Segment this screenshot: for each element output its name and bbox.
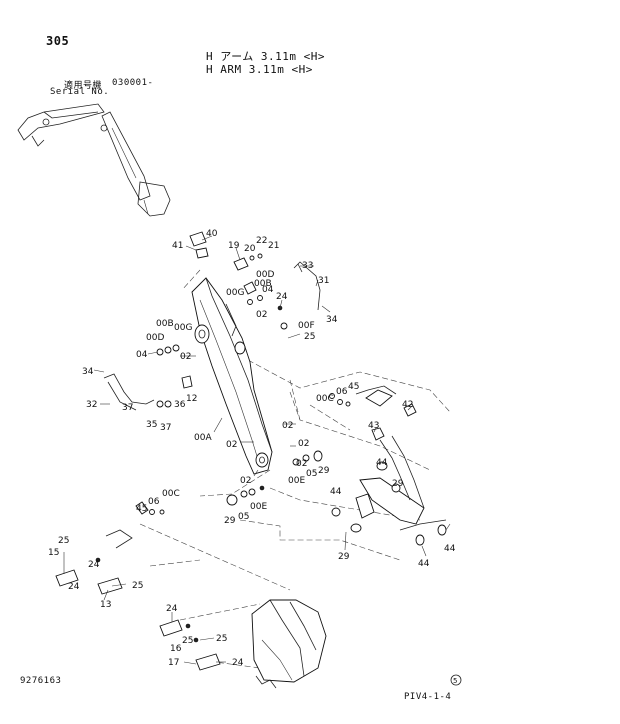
diagram-title-english: H ARM 3.11m <H> bbox=[206, 63, 313, 76]
callout-label: 06 bbox=[148, 497, 160, 507]
callout-label: 29 bbox=[224, 516, 236, 526]
callout-label: 29 bbox=[392, 479, 404, 489]
left-bushings bbox=[103, 344, 193, 411]
serial-label-japanese: 適用号機 bbox=[64, 81, 103, 91]
callout-label: 29 bbox=[318, 466, 330, 476]
callout-label: 34 bbox=[82, 367, 94, 377]
callout-label: 20 bbox=[244, 244, 256, 254]
callout-label: 00D bbox=[146, 333, 164, 343]
callout-label: 02 bbox=[282, 421, 293, 431]
callout-label: 00E bbox=[288, 476, 305, 486]
callout-label: 02 bbox=[180, 352, 191, 362]
link-assembly bbox=[331, 385, 447, 546]
callout-label: 02 bbox=[226, 440, 237, 450]
callout-label: 24 bbox=[232, 658, 244, 668]
revision-mark-number: 5 bbox=[453, 677, 457, 685]
callout-label: 25 bbox=[216, 634, 227, 644]
callout-label: 41 bbox=[172, 241, 183, 251]
callout-label: 00G bbox=[174, 323, 192, 333]
callout-label: 29 bbox=[338, 552, 350, 562]
callout-label: 00C bbox=[162, 489, 180, 499]
callout-label: 15 bbox=[48, 548, 59, 558]
callout-label: 44 bbox=[330, 487, 342, 497]
callout-label: 22 bbox=[256, 236, 267, 246]
part-callouts: 40 41 19 20 22 21 33 00D 00B 04 00G 31 2… bbox=[48, 229, 456, 668]
callout-label: 00C bbox=[316, 394, 334, 404]
callout-label: 02 bbox=[256, 310, 267, 320]
callout-label: 35 bbox=[146, 420, 157, 430]
callout-label: 00D bbox=[256, 270, 274, 280]
bucket-assembly bbox=[159, 599, 327, 689]
callout-label: 00G bbox=[226, 288, 244, 298]
construction-lines bbox=[139, 269, 451, 669]
callout-label: 24 bbox=[276, 292, 288, 302]
callout-label: 45 bbox=[348, 382, 359, 392]
callout-label: 02 bbox=[240, 476, 251, 486]
callout-label: 31 bbox=[318, 276, 329, 286]
callout-leaders bbox=[63, 235, 451, 665]
callout-label: 36 bbox=[174, 400, 186, 410]
callout-label: 00F bbox=[298, 321, 315, 331]
callout-label: 25 bbox=[58, 536, 69, 546]
callout-label: 13 bbox=[100, 600, 111, 610]
callout-label: 24 bbox=[88, 560, 100, 570]
callout-label: 24 bbox=[68, 582, 80, 592]
revision-mark: 5 bbox=[450, 674, 462, 686]
excavator-thumbnail bbox=[17, 103, 171, 217]
callout-label: 43 bbox=[368, 421, 379, 431]
serial-number-value: 030001- bbox=[112, 78, 154, 88]
callout-label: 21 bbox=[268, 241, 279, 251]
callout-label: 04 bbox=[136, 350, 148, 360]
callout-label: 33 bbox=[302, 261, 313, 271]
callout-label: 04 bbox=[262, 285, 274, 295]
callout-label: 02 bbox=[296, 459, 307, 469]
callout-label: 45 bbox=[136, 504, 147, 514]
callout-label: 44 bbox=[418, 559, 430, 569]
callout-label: 34 bbox=[326, 315, 338, 325]
callout-label: 06 bbox=[336, 387, 348, 397]
callout-label: 00A bbox=[194, 433, 212, 443]
seals-cluster bbox=[135, 393, 351, 515]
callout-label: 32 bbox=[86, 400, 97, 410]
callout-label: 37 bbox=[160, 423, 171, 433]
callout-label: 25 bbox=[182, 636, 193, 646]
callout-label: 44 bbox=[444, 544, 456, 554]
serial-label-english: Serial No. bbox=[50, 87, 110, 97]
callout-label: 12 bbox=[186, 394, 197, 404]
callout-label: 25 bbox=[304, 332, 315, 342]
callout-label: 17 bbox=[168, 658, 179, 668]
callout-label: 05 bbox=[306, 469, 317, 479]
callout-label: 19 bbox=[228, 241, 240, 251]
callout-label: 37 bbox=[122, 403, 133, 413]
catalog-number: 9276163 bbox=[20, 676, 62, 686]
callout-label: 05 bbox=[238, 512, 249, 522]
callout-label: 00B bbox=[254, 279, 272, 289]
upper-hardware bbox=[189, 231, 321, 339]
callout-label: 40 bbox=[206, 229, 218, 239]
lower-left-pins bbox=[55, 529, 133, 595]
callout-label: 02 bbox=[298, 439, 309, 449]
callout-label: 25 bbox=[132, 581, 143, 591]
callout-label: 24 bbox=[166, 604, 178, 614]
page-number: 305 bbox=[46, 34, 70, 48]
callout-label: 44 bbox=[376, 458, 388, 468]
callout-label: 00B bbox=[156, 319, 174, 329]
arm-body bbox=[191, 277, 273, 475]
diagram-title-japanese: H アーム 3.11m <H> bbox=[206, 50, 325, 63]
callout-label: 00E bbox=[250, 502, 267, 512]
callout-label: 16 bbox=[170, 644, 182, 654]
page-code: PIV4-1-4 bbox=[404, 692, 452, 702]
callout-label: 42 bbox=[402, 400, 413, 410]
